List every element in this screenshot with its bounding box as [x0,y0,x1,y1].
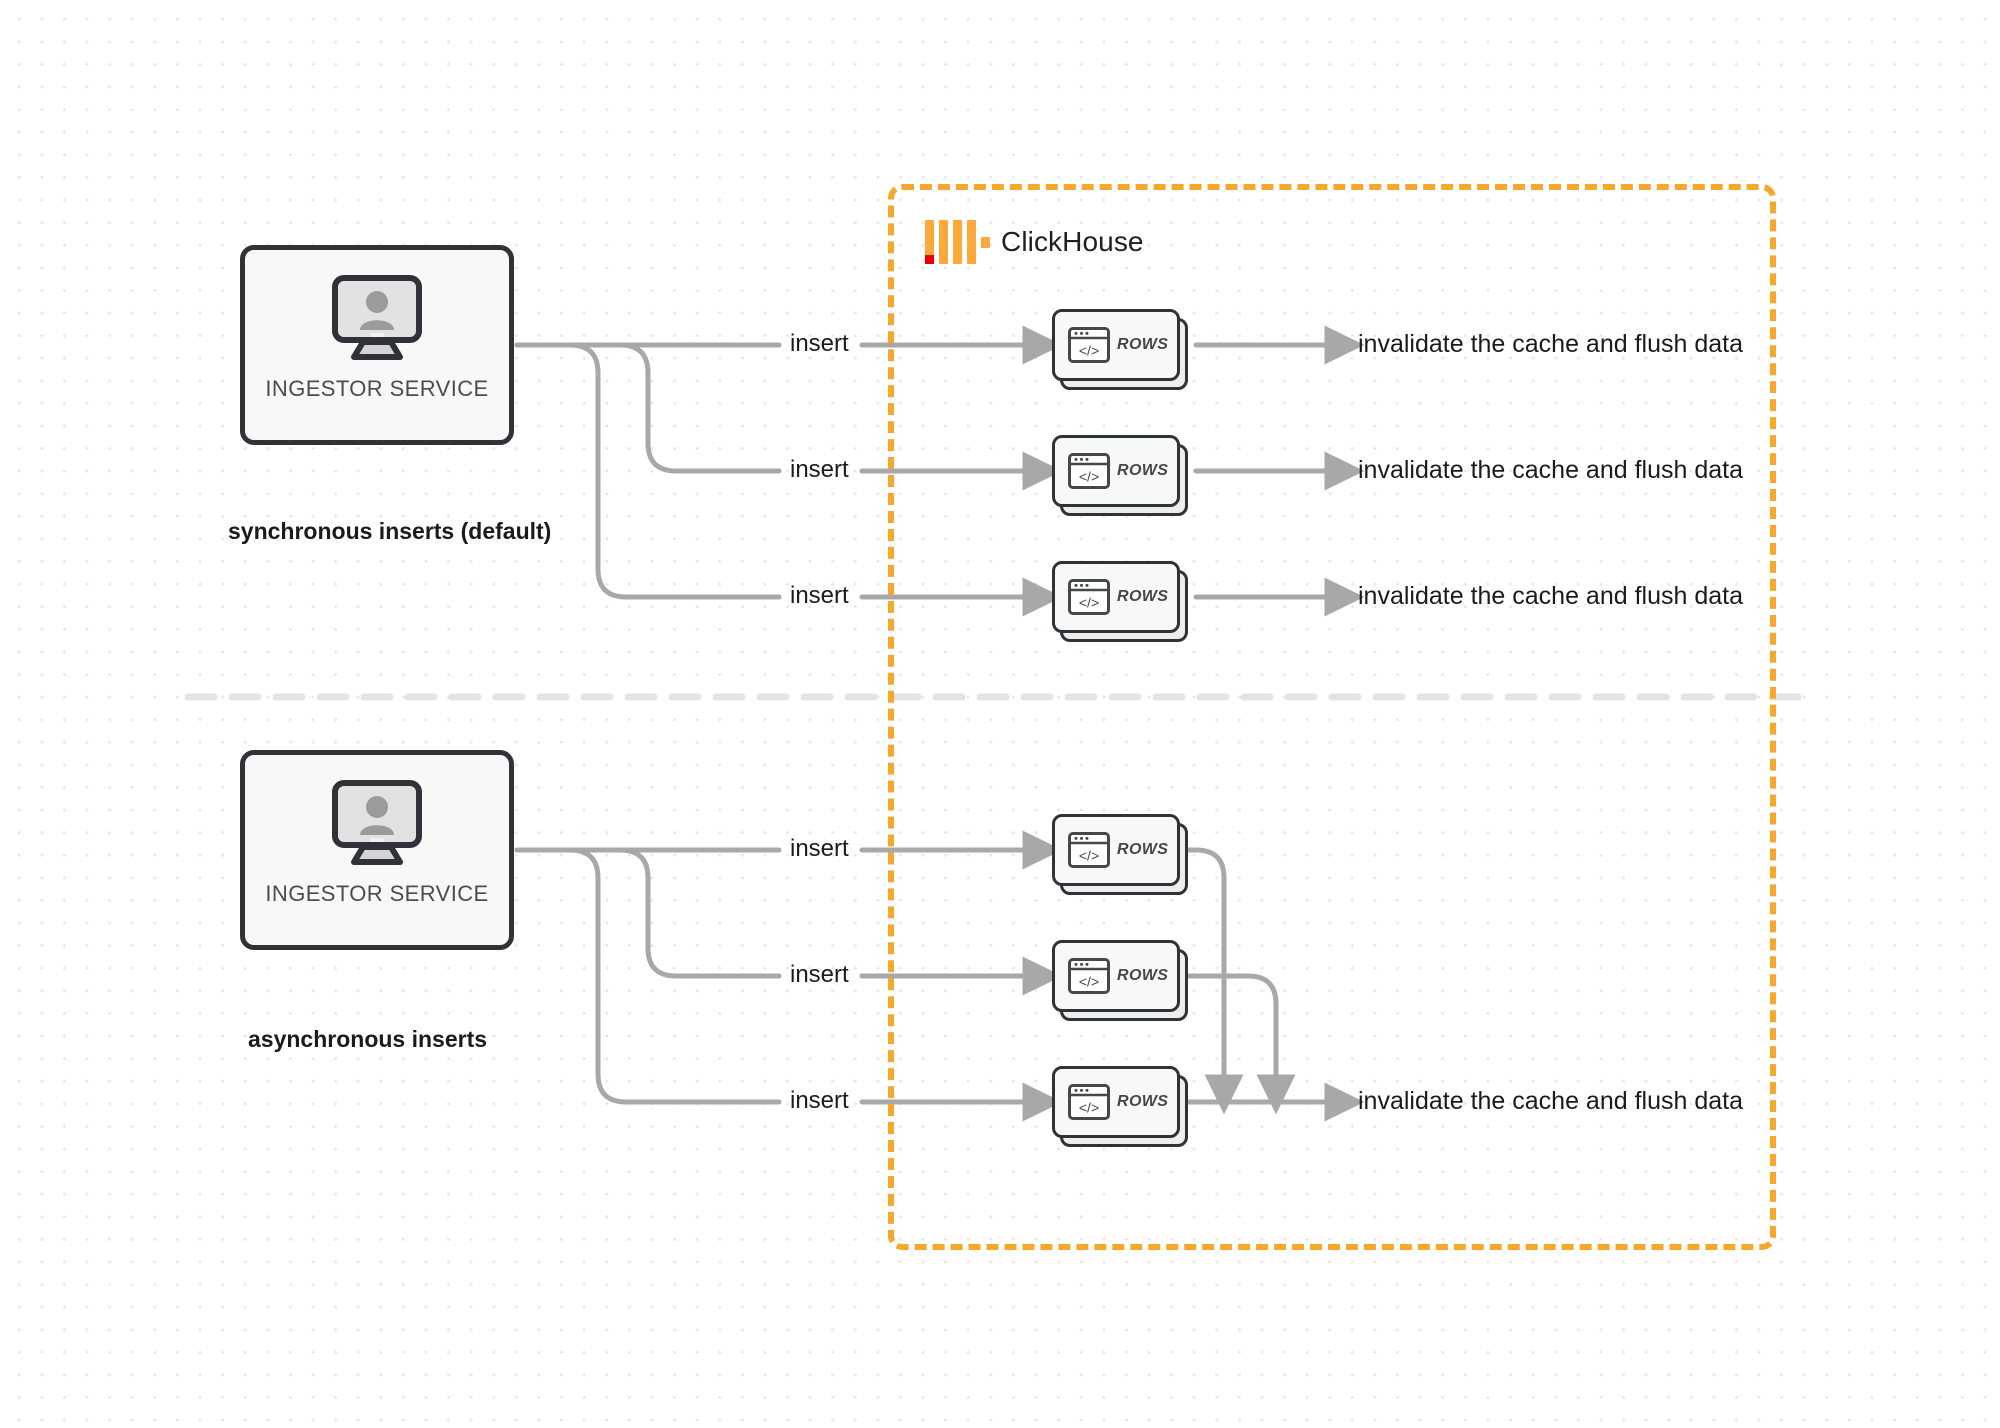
rows-card-label: ROWS [1117,336,1169,353]
insert-label-async-1: insert [790,835,849,862]
section-caption-asynchronous: asynchronous inserts [248,1026,488,1052]
ingestor-service-box-sync[interactable]: INGESTOR SERVICE [240,245,514,445]
insert-label-async-2: insert [790,961,849,988]
clickhouse-bars-icon [925,220,990,264]
ingestor-service-label: INGESTOR SERVICE [265,881,489,906]
code-window-icon: </> [1068,1084,1110,1120]
insert-label-sync-3: insert [790,582,849,609]
rows-card-label: ROWS [1117,1093,1169,1110]
rows-card-sync-3[interactable]: </> ROWS [1052,561,1188,642]
insert-label-sync-2: insert [790,456,849,483]
svg-text:</>: </> [1079,974,1099,990]
rows-card-async-3[interactable]: </> ROWS [1052,1066,1188,1147]
ingestor-service-label: INGESTOR SERVICE [265,376,489,401]
rows-card-label: ROWS [1117,588,1169,605]
svg-text:</>: </> [1079,343,1099,359]
clickhouse-label: ClickHouse [1001,226,1144,257]
flush-label-sync-2: invalidate the cache and flush data [1358,456,1743,484]
insert-label-async-3: insert [790,1087,849,1114]
rows-card-sync-1[interactable]: </> ROWS [1052,309,1188,390]
rows-card-label: ROWS [1117,841,1169,858]
svg-text:</>: </> [1079,1100,1099,1116]
sync-wire-branch-3 [514,342,782,600]
flush-label-sync-1: invalidate the cache and flush data [1358,330,1743,358]
monitor-user-icon [332,275,422,360]
rows-card-label: ROWS [1117,967,1169,984]
async-wire-branch-2 [557,847,782,979]
code-window-icon: </> [1068,958,1110,994]
monitor-user-icon [332,780,422,865]
async-wire-branch-3 [514,847,782,1105]
rows-card-async-1[interactable]: </> ROWS [1052,814,1188,895]
svg-text:</>: </> [1079,848,1099,864]
svg-text:</>: </> [1079,595,1099,611]
code-window-icon: </> [1068,832,1110,868]
flush-label-sync-3: invalidate the cache and flush data [1358,582,1743,610]
flush-label-async: invalidate the cache and flush data [1358,1087,1743,1115]
code-window-icon: </> [1068,453,1110,489]
ingestor-service-box-async[interactable]: INGESTOR SERVICE [240,750,514,950]
code-window-icon: </> [1068,579,1110,615]
rows-card-label: ROWS [1117,462,1169,479]
section-caption-synchronous: synchronous inserts (default) [228,518,552,544]
code-window-icon: </> [1068,327,1110,363]
insert-label-sync-1: insert [790,330,849,357]
svg-text:</>: </> [1079,469,1099,485]
rows-card-async-2[interactable]: </> ROWS [1052,940,1188,1021]
clickhouse-boundary [888,184,1776,1250]
clickhouse-header: ClickHouse [925,220,1144,264]
sync-wire-branch-2 [557,342,782,474]
rows-card-sync-2[interactable]: </> ROWS [1052,435,1188,516]
